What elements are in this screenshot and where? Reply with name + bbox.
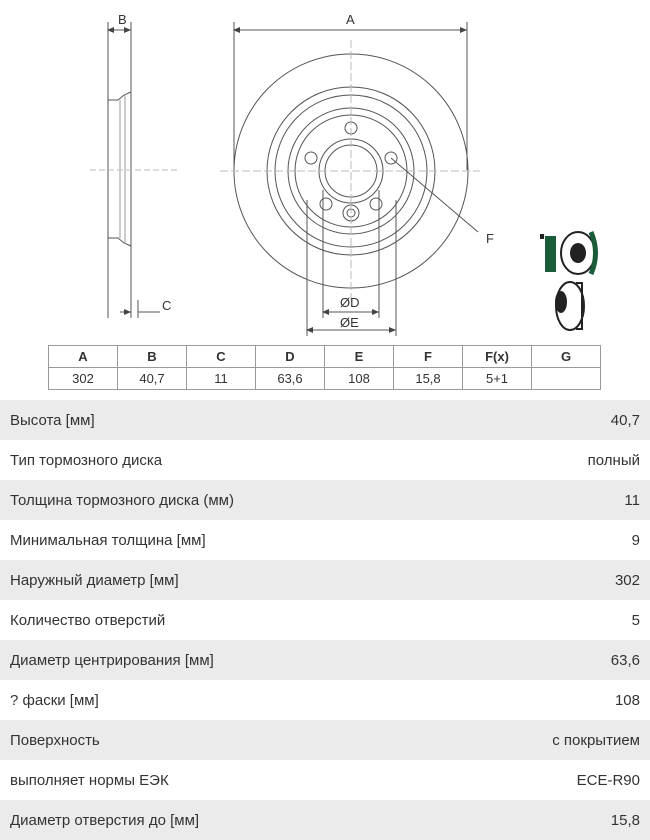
- spec-value: 5: [631, 611, 640, 629]
- disc-3d-icon: [540, 231, 598, 275]
- spec-label: Высота [мм]: [10, 411, 95, 429]
- dimensions-header-cell: F: [393, 345, 463, 368]
- dimensions-value-cell: 11: [186, 367, 256, 390]
- dimensions-value-cell: 63,6: [255, 367, 325, 390]
- spec-value: 302: [614, 571, 640, 589]
- dimensions-value-cell: 5+1: [462, 367, 532, 390]
- dimensions-value-cell: 15,8: [393, 367, 463, 390]
- disc-side-thumbnail-icon: [555, 281, 585, 331]
- dimensions-header-row: A B C D E F F(x) G: [48, 345, 601, 368]
- spec-row: Тип тормозного диска полный: [0, 440, 650, 480]
- spec-label: Диаметр центрирования [мм]: [10, 651, 214, 669]
- spec-label: Количество отверстий: [10, 611, 166, 629]
- dim-label-f: F: [486, 231, 494, 246]
- dimensions-header-cell: C: [186, 345, 256, 368]
- spec-row: выполняет нормы ЕЭК ECE-R90: [0, 760, 650, 800]
- dimensions-header-cell: F(x): [462, 345, 532, 368]
- dim-label-d: ØD: [340, 295, 360, 310]
- spec-label: ? фаски [мм]: [10, 691, 99, 709]
- dimensions-header-cell: A: [48, 345, 118, 368]
- dim-label-a: A: [346, 12, 355, 27]
- spec-value: полный: [587, 451, 640, 469]
- dimensions-table: A B C D E F F(x) G 302 40,7 11 63,6 108 …: [48, 345, 601, 390]
- spec-label: Наружный диаметр [мм]: [10, 571, 179, 589]
- spec-value: 9: [631, 531, 640, 549]
- spec-label: Поверхность: [10, 731, 100, 749]
- spec-value: 15,8: [610, 811, 640, 829]
- spec-row: Диаметр центрирования [мм] 63,6: [0, 640, 650, 680]
- spec-value: 63,6: [610, 651, 640, 669]
- dimensions-header-cell: G: [531, 345, 601, 368]
- spec-row: ? фаски [мм] 108: [0, 680, 650, 720]
- spec-label: Диаметр отверстия до [мм]: [10, 811, 200, 829]
- spec-row: Поверхность с покрытием: [0, 720, 650, 760]
- brake-disc-drawing: B C A ØD ØE F: [90, 12, 598, 336]
- spec-value: с покрытием: [552, 731, 640, 749]
- dim-label-b: B: [118, 12, 127, 27]
- spec-label: Тип тормозного диска: [10, 451, 163, 469]
- spec-row: Наружный диаметр [мм] 302: [0, 560, 650, 600]
- spec-row: Диаметр отверстия до [мм] 15,8: [0, 800, 650, 840]
- dimensions-value-cell: 108: [324, 367, 394, 390]
- spec-row: Толщина тормозного диска (мм) 11: [0, 480, 650, 520]
- dimensions-header-cell: D: [255, 345, 325, 368]
- spec-row: Высота [мм] 40,7: [0, 400, 650, 440]
- dimensions-header-cell: B: [117, 345, 187, 368]
- side-view: [90, 22, 180, 318]
- dimensions-value-cell: [531, 367, 601, 390]
- specifications-list: Высота [мм] 40,7 Тип тормозного диска по…: [0, 400, 650, 840]
- spec-label: Минимальная толщина [мм]: [10, 531, 206, 549]
- spec-value: 11: [624, 491, 640, 509]
- spec-label: выполняет нормы ЕЭК: [10, 771, 169, 789]
- spec-row: Минимальная толщина [мм] 9: [0, 520, 650, 560]
- dimensions-value-cell: 40,7: [117, 367, 187, 390]
- dim-label-c: C: [162, 298, 171, 313]
- spec-label: Толщина тормозного диска (мм): [10, 491, 234, 509]
- technical-drawing: B C A ØD ØE F: [0, 0, 650, 345]
- spec-value: ECE-R90: [576, 771, 640, 789]
- dimensions-value-cell: 302: [48, 367, 118, 390]
- spec-value: 108: [614, 691, 640, 709]
- dimensions-value-row: 302 40,7 11 63,6 108 15,8 5+1: [48, 367, 601, 390]
- spec-value: 40,7: [610, 411, 640, 429]
- dim-label-e: ØE: [340, 315, 359, 330]
- front-view: [220, 22, 480, 336]
- spec-row: Количество отверстий 5: [0, 600, 650, 640]
- dimensions-header-cell: E: [324, 345, 394, 368]
